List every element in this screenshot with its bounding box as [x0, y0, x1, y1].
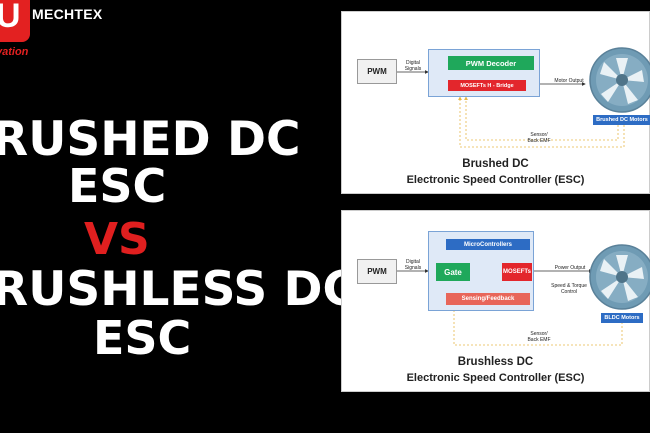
brushed-caption-subtitle: Electronic Speed Controller (ESC) — [406, 174, 585, 186]
mosfets-block: MOSEFTs — [502, 263, 532, 281]
microcontrollers-block: MicroControllers — [446, 239, 530, 250]
title-brushed-dc: RUSHED DC — [0, 112, 301, 167]
brushed-dc-motor-label: Brushed DC Motors — [593, 115, 650, 125]
bldc-motor-label: BLDC Motors — [601, 313, 643, 323]
brushed-feedback-label: Sensor/Back EMF — [527, 132, 551, 144]
sensing-feedback-block: Sensing/Feedback — [446, 293, 530, 305]
brushless-caption-subtitle: Electronic Speed Controller (ESC) — [406, 372, 585, 384]
logo-tagline: vation — [0, 46, 29, 58]
logo-name: MECHTEX — [32, 6, 103, 22]
brushless-feedback-label: Sensor/Back EMF — [527, 331, 551, 343]
brushed-pwm-box: PWM — [357, 59, 397, 84]
title-esc-2: ESC — [93, 311, 192, 365]
mosfet-h-bridge-block: MOSEFTs H - Bridge — [448, 80, 526, 91]
brushed-caption-title: Brushed DC — [462, 158, 529, 170]
logo-mark: U — [0, 0, 21, 35]
title-brushless-dc: RUSHLESS DC — [0, 262, 358, 317]
motor-output-label: Motor Output — [554, 78, 584, 84]
brushed-connector-lines — [397, 47, 650, 148]
brushless-connector-lines — [397, 244, 650, 346]
brushless-pwm-box: PWM — [357, 259, 397, 284]
gate-block: Gate — [436, 263, 470, 281]
power-output-label: Power Output — [554, 265, 586, 271]
vs-label: VS — [84, 214, 150, 265]
pwm-decoder-block: PWM Decoder — [448, 56, 534, 70]
logo-badge: U — [0, 0, 30, 42]
brushless-caption-title: Brushless DC — [457, 356, 534, 368]
title-esc-1: ESC — [68, 159, 167, 213]
